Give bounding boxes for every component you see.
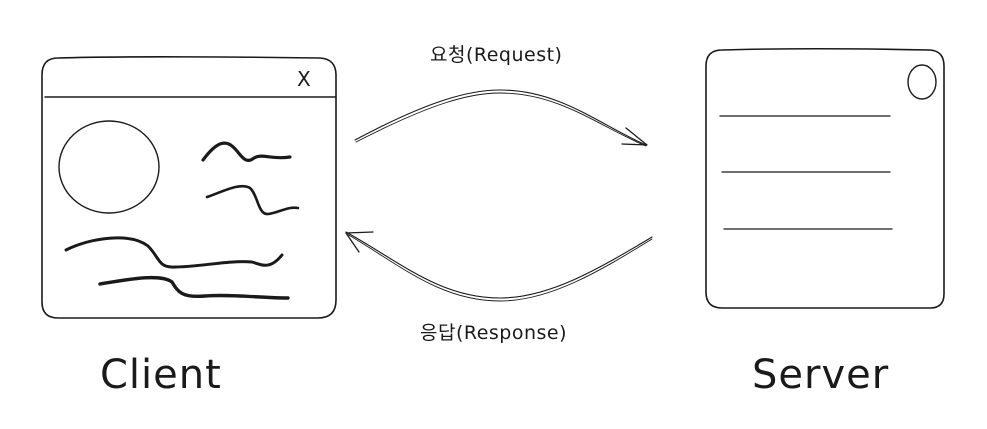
server-indicator-light bbox=[907, 64, 937, 100]
content-squiggle-3 bbox=[64, 236, 284, 269]
response-arrow bbox=[345, 231, 653, 302]
client-window: X bbox=[41, 56, 337, 319]
avatar-circle bbox=[58, 120, 160, 214]
client-label: Client bbox=[100, 352, 222, 398]
server-label: Server bbox=[752, 352, 890, 398]
response-arrow-curve-b bbox=[346, 233, 653, 302]
server-frame bbox=[705, 48, 945, 309]
content-squiggle-1 bbox=[201, 141, 292, 162]
response-arrow-curve-a bbox=[345, 231, 653, 299]
request-label: 요청(Request) bbox=[430, 44, 563, 66]
response-label: 응답(Response) bbox=[420, 322, 568, 344]
response-arrowhead bbox=[345, 231, 374, 253]
server-box bbox=[705, 48, 945, 309]
request-arrow-curve-a bbox=[354, 89, 647, 146]
client-window-frame bbox=[41, 56, 337, 319]
close-icon: X bbox=[297, 67, 311, 91]
request-arrow-curve-b bbox=[355, 92, 647, 147]
request-arrow bbox=[354, 89, 648, 147]
request-arrowhead bbox=[621, 127, 648, 146]
content-squiggle-2 bbox=[205, 184, 300, 216]
content-squiggle-4 bbox=[98, 275, 290, 300]
